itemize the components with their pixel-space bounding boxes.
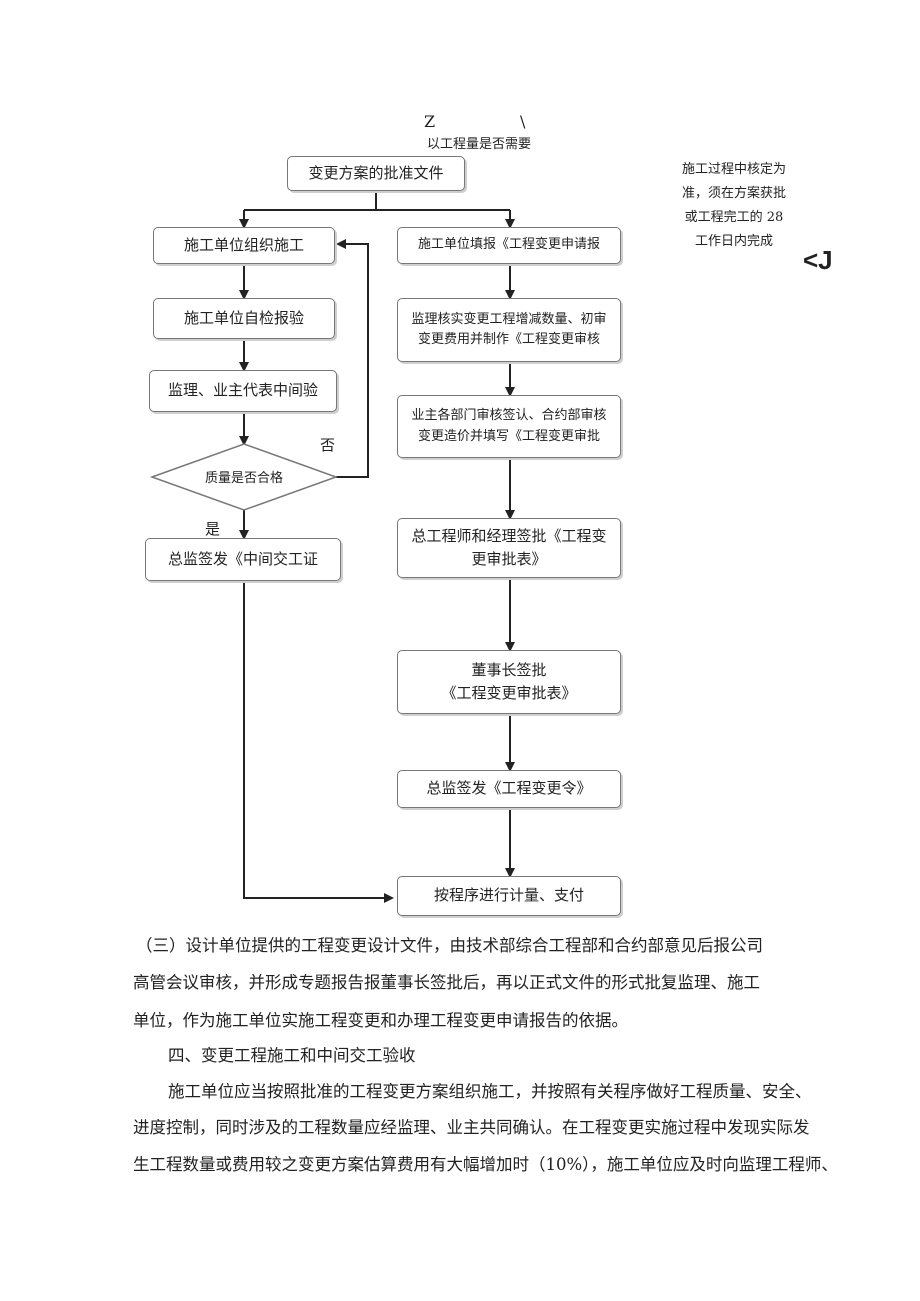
right-step1-box: 施工单位填报《工程变更申请报 — [397, 227, 621, 264]
right-step6-box: 总监签发《工程变更令》 — [397, 770, 621, 808]
left-step3-box: 监理、业主代表中间验 — [149, 370, 337, 412]
right-step2-box: 监理核实变更工程增减数量、初审 变更费用并制作《工程变更审核 — [397, 298, 621, 362]
heading-section-4: 四、变更工程施工和中间交工验收 — [168, 1046, 416, 1065]
para2-line2: 进度控制，同时涉及的工程数量应经监理、业主共同确认。在工程变更实施过程中发现实际… — [133, 1118, 810, 1137]
top-fragment-left: Z — [424, 112, 436, 131]
start-box: 变更方案的批准文件 — [287, 156, 465, 191]
para1-line3: 单位，作为施工单位实施工程变更和办理工程变更申请报告的依据。 — [133, 1011, 628, 1030]
right-step5-box: 董事长签批 《工程变更审批表》 — [397, 650, 621, 714]
right-step3-box: 业主各部门审核签认、合约部审核 变更造价并填写《工程变更审批 — [397, 395, 621, 458]
decision-label: 质量是否合格 — [205, 470, 283, 486]
left-step2-box: 施工单位自检报验 — [153, 298, 335, 339]
flowchart-connectors: 质量是否合格 — [149, 190, 515, 903]
para1-line1: （三）设计单位提供的工程变更设计文件，由技术部综合工程部和合约部意见后报公司 — [136, 936, 763, 955]
left-step4-box: 总监签发《中间交工证 — [145, 538, 341, 581]
decision-diamond — [149, 443, 339, 511]
no-label: 否 — [320, 436, 336, 454]
side-note: 施工过程中核定为 准，须在方案获批 或工程完工的 28 工作日内完成 — [681, 162, 786, 249]
top-label: 以工程量是否需要 — [427, 137, 532, 152]
right-step7-box: 按程序进行计量、支付 — [397, 876, 621, 916]
para2-line3: 生工程数量或费用较之变更方案估算费用有大幅增加时（10%），施工单位应及时向监理… — [133, 1155, 838, 1174]
para1-line2: 高管会议审核，并形成专题报告报董事长签批后，再以正式文件的形式批复监理、施工 — [133, 973, 760, 992]
left-step1-box: 施工单位组织施工 — [153, 227, 335, 264]
right-step4-box: 总工程师和经理签批《工程变 更审批表》 — [397, 518, 621, 578]
mark-symbol: <J — [803, 245, 833, 275]
top-fragment-right: \ — [520, 112, 526, 131]
para2-line1: 施工单位应当按照批准的工程变更方案组织施工，并按照有关程序做好工程质量、安全、 — [168, 1082, 812, 1101]
yes-label: 是 — [205, 520, 221, 538]
